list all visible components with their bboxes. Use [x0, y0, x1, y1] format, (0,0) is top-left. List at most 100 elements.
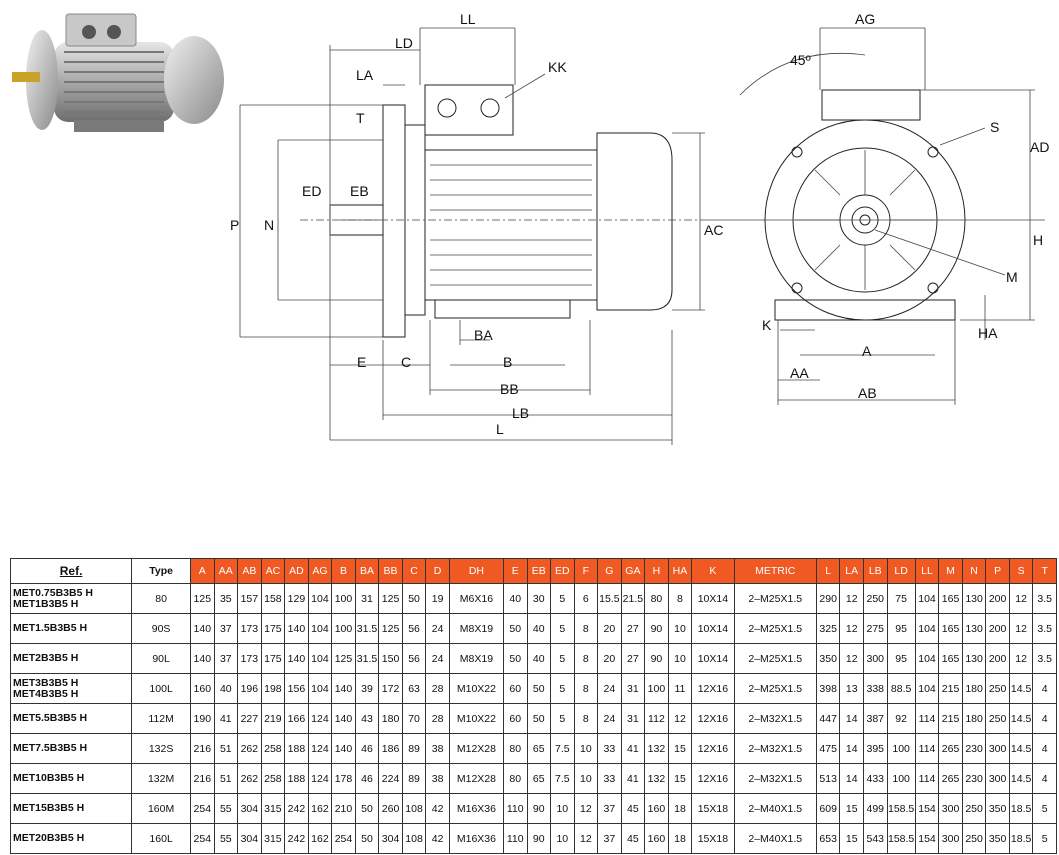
value-cell: 200: [985, 643, 1010, 674]
value-cell: 63: [401, 673, 427, 704]
dimension-drawing: LL LD KK LA T ED EB P N AC BA E C B BB L…: [230, 11, 1049, 445]
value-cell: 42: [425, 793, 450, 824]
column-header: LB: [862, 558, 888, 584]
value-cell: 15: [667, 733, 693, 764]
value-cell: 19: [425, 583, 450, 614]
label-LL: LL: [460, 11, 476, 27]
value-cell: 56: [401, 613, 427, 644]
value-cell: 433: [862, 763, 888, 794]
value-cell: 10: [667, 613, 693, 644]
value-cell: 37: [597, 793, 622, 824]
value-cell: 40: [526, 613, 552, 644]
value-cell: 40: [502, 583, 528, 614]
ref-name: MET2B3B5 H: [13, 652, 79, 664]
value-cell: 158.5: [886, 823, 916, 854]
column-header: EB: [526, 558, 552, 584]
label-AD: AD: [1030, 139, 1049, 155]
value-cell: 12: [1008, 643, 1034, 674]
label-M: M: [1006, 269, 1018, 285]
value-cell: 165: [938, 613, 963, 644]
value-cell: 140: [190, 613, 215, 644]
label-EB: EB: [350, 183, 369, 199]
value-cell: 124: [307, 763, 333, 794]
label-H: H: [1033, 232, 1043, 248]
type-cell: 100L: [131, 673, 192, 704]
value-cell: 18: [667, 793, 693, 824]
ref-name: MET15B3B5 H: [13, 802, 85, 814]
label-E: E: [357, 354, 366, 370]
value-cell: M8X19: [448, 643, 504, 674]
value-cell: 265: [938, 763, 963, 794]
label-angle: 45º: [790, 52, 811, 68]
value-cell: 162: [307, 823, 333, 854]
column-header: B: [331, 558, 356, 584]
value-cell: 33: [597, 733, 622, 764]
type-cell: 132S: [131, 733, 192, 764]
value-cell: 43: [354, 703, 380, 734]
value-cell: 242: [284, 793, 309, 824]
value-cell: 90: [526, 823, 552, 854]
value-cell: 41: [620, 763, 646, 794]
ref-name: MET4B3B5 H: [13, 687, 79, 700]
value-cell: 186: [378, 733, 403, 764]
value-cell: 31: [354, 583, 380, 614]
value-cell: 24: [597, 673, 622, 704]
value-cell: 175: [260, 613, 286, 644]
label-AC: AC: [704, 222, 723, 238]
value-cell: 14: [839, 703, 864, 734]
value-cell: 100: [644, 673, 669, 704]
value-cell: 2–M25X1.5: [733, 643, 817, 674]
ref-cell: MET1.5B3B5 H: [9, 613, 133, 644]
value-cell: 90: [526, 793, 552, 824]
label-S: S: [990, 119, 999, 135]
value-cell: 160: [644, 823, 669, 854]
value-cell: 125: [331, 643, 356, 674]
value-cell: 12: [667, 703, 693, 734]
value-cell: 10: [550, 823, 575, 854]
column-header: AD: [284, 558, 309, 584]
value-cell: 31: [620, 703, 646, 734]
value-cell: 8: [573, 673, 599, 704]
value-cell: 30: [526, 583, 552, 614]
type-cell: 132M: [131, 763, 192, 794]
value-cell: 304: [237, 823, 262, 854]
value-cell: 499: [862, 793, 888, 824]
motor-photo: [12, 13, 224, 132]
label-N: N: [264, 217, 274, 233]
value-cell: 41: [620, 733, 646, 764]
column-header: E: [502, 558, 528, 584]
column-header: L: [815, 558, 841, 584]
value-cell: 653: [815, 823, 841, 854]
value-cell: 114: [914, 763, 940, 794]
value-cell: 56: [401, 643, 427, 674]
value-cell: 200: [985, 583, 1010, 614]
value-cell: 51: [213, 763, 239, 794]
column-header: D: [425, 558, 450, 584]
value-cell: 5: [1032, 793, 1057, 824]
value-cell: 5: [550, 673, 575, 704]
ref-name: MET1.5B3B5 H: [13, 622, 88, 634]
value-cell: M16X36: [448, 823, 504, 854]
value-cell: 275: [862, 613, 888, 644]
value-cell: 65: [526, 763, 552, 794]
value-cell: 250: [985, 703, 1010, 734]
value-cell: 2–M32X1.5: [733, 763, 817, 794]
value-cell: 10: [573, 733, 599, 764]
value-cell: 50: [526, 673, 552, 704]
ref-cell: MET15B3B5 H: [9, 793, 133, 824]
value-cell: 12: [839, 583, 864, 614]
value-cell: 14: [839, 733, 864, 764]
value-cell: 4: [1032, 763, 1057, 794]
value-cell: 4: [1032, 703, 1057, 734]
column-header: A: [190, 558, 215, 584]
value-cell: 89: [401, 733, 427, 764]
value-cell: 12: [839, 613, 864, 644]
label-AG: AG: [855, 11, 875, 27]
value-cell: 188: [284, 733, 309, 764]
value-cell: 254: [190, 823, 215, 854]
column-header: LA: [839, 558, 864, 584]
